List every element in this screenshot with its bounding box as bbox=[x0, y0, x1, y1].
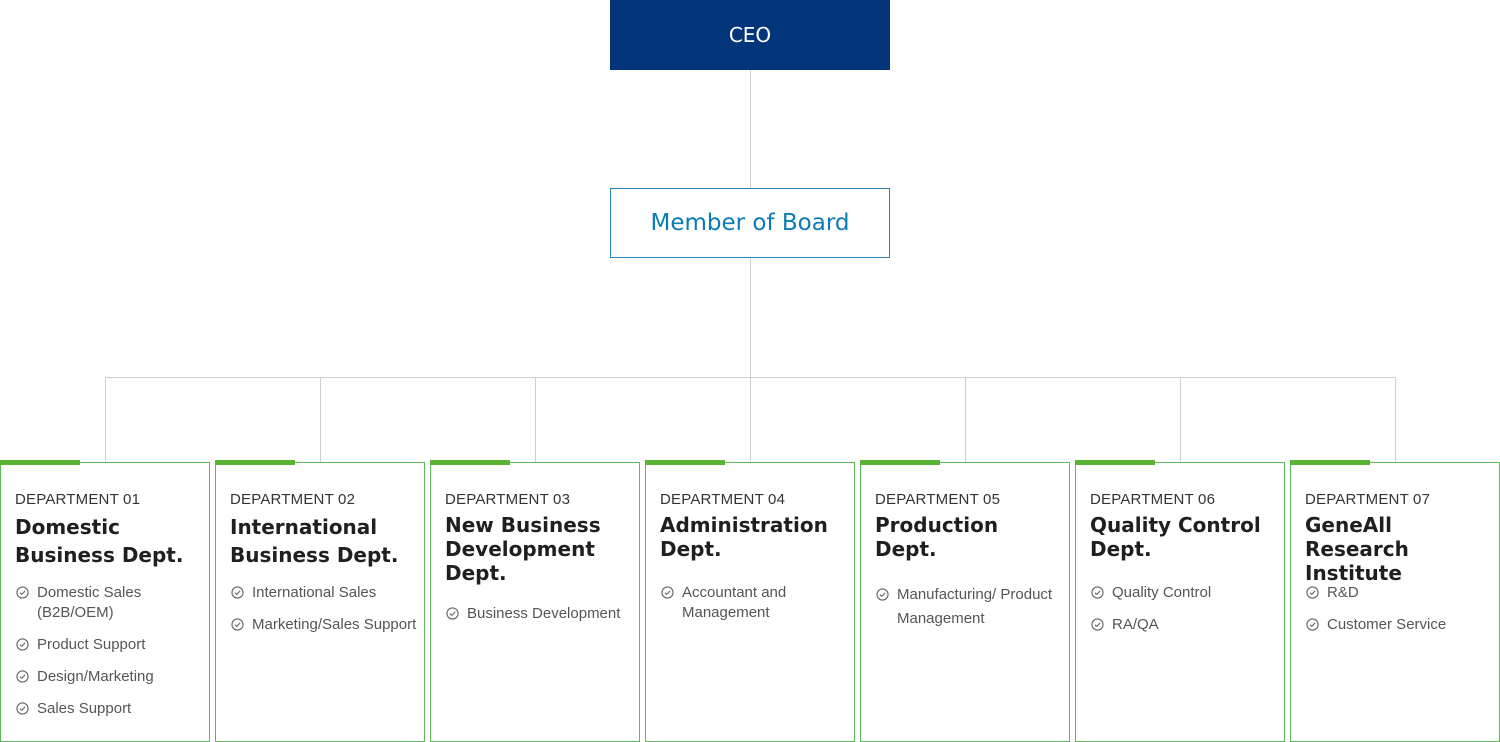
list-item-label: Quality Control bbox=[1112, 584, 1212, 601]
department-items: Manufacturing/ Product Management bbox=[875, 583, 1067, 643]
list-item: Marketing/Sales Support bbox=[230, 615, 422, 635]
department-name: Administration Dept. bbox=[660, 513, 828, 561]
list-item-label: Sales Support bbox=[37, 700, 132, 717]
check-circle-icon bbox=[16, 638, 29, 651]
list-item: Manufacturing/ Product Management bbox=[875, 583, 1067, 631]
list-item: Quality Control bbox=[1090, 583, 1282, 603]
list-item: International Sales bbox=[230, 583, 422, 603]
ceo-box: CEO bbox=[610, 0, 890, 70]
check-circle-icon bbox=[446, 607, 459, 620]
list-item-label: Design/Marketing bbox=[37, 668, 154, 685]
list-item: Domestic Sales (B2B/OEM) bbox=[15, 583, 207, 623]
list-item: RA/QA bbox=[1090, 615, 1282, 635]
check-circle-icon bbox=[16, 702, 29, 715]
department-name: Quality Control Dept. bbox=[1090, 513, 1261, 561]
department-card-06: DEPARTMENT 06 Quality Control Dept. Qual… bbox=[1075, 460, 1285, 742]
board-label: Member of Board bbox=[650, 210, 850, 236]
department-items: Quality Control RA/QA bbox=[1090, 583, 1282, 647]
department-number: DEPARTMENT 07 bbox=[1305, 491, 1431, 508]
list-item: Product Support bbox=[15, 635, 207, 655]
list-item: Business Development bbox=[445, 604, 637, 624]
check-circle-icon bbox=[1091, 618, 1104, 631]
accent-bar bbox=[215, 460, 295, 465]
list-item: Customer Service bbox=[1305, 615, 1497, 635]
check-circle-icon bbox=[876, 588, 889, 601]
department-name: Production Dept. bbox=[875, 513, 999, 561]
department-card-07: DEPARTMENT 07 GeneAll Research Institute… bbox=[1290, 460, 1500, 742]
accent-bar bbox=[860, 460, 940, 465]
check-circle-icon bbox=[16, 670, 29, 683]
department-card-05: DEPARTMENT 05 Production Dept. Manufactu… bbox=[860, 460, 1070, 742]
check-circle-icon bbox=[1306, 618, 1319, 631]
department-items: Domestic Sales (B2B/OEM) Product Support… bbox=[15, 583, 207, 731]
department-name: New Business Development Dept. bbox=[445, 513, 601, 585]
department-number: DEPARTMENT 06 bbox=[1090, 491, 1216, 508]
department-items: Business Development bbox=[445, 604, 637, 636]
department-card-04: DEPARTMENT 04 Administration Dept. Accou… bbox=[645, 460, 855, 742]
list-item-label: Accountant and Management bbox=[682, 584, 787, 621]
check-circle-icon bbox=[231, 618, 244, 631]
check-circle-icon bbox=[661, 586, 674, 599]
list-item-label: International Sales bbox=[252, 584, 377, 601]
list-item: Accountant and Management bbox=[660, 583, 852, 623]
department-items: International Sales Marketing/Sales Supp… bbox=[230, 583, 422, 647]
department-number: DEPARTMENT 01 bbox=[15, 491, 141, 508]
department-number: DEPARTMENT 04 bbox=[660, 491, 786, 508]
accent-bar bbox=[1290, 460, 1370, 465]
department-number: DEPARTMENT 05 bbox=[875, 491, 1001, 508]
department-number: DEPARTMENT 03 bbox=[445, 491, 571, 508]
list-item-label: Business Development bbox=[467, 605, 621, 622]
list-item-label: Product Support bbox=[37, 636, 146, 653]
check-circle-icon bbox=[1306, 586, 1319, 599]
check-circle-icon bbox=[1091, 586, 1104, 599]
list-item-label: RA/QA bbox=[1112, 616, 1159, 633]
department-card-02: DEPARTMENT 02 International Business Dep… bbox=[215, 460, 425, 742]
accent-bar bbox=[645, 460, 725, 465]
list-item-label: Manufacturing/ Product Management bbox=[897, 586, 1053, 627]
list-item-label: Domestic Sales (B2B/OEM) bbox=[37, 584, 142, 621]
accent-bar bbox=[430, 460, 510, 465]
department-name: GeneAll Research Institute bbox=[1305, 513, 1409, 585]
check-circle-icon bbox=[16, 586, 29, 599]
list-item-label: Customer Service bbox=[1327, 616, 1447, 633]
list-item: Design/Marketing bbox=[15, 667, 207, 687]
department-name: International Business Dept. bbox=[230, 515, 399, 567]
list-item-label: R&D bbox=[1327, 584, 1359, 601]
list-item: R&D bbox=[1305, 583, 1497, 603]
board-box: Member of Board bbox=[610, 188, 890, 258]
department-card-01: DEPARTMENT 01 Domestic Business Dept. Do… bbox=[0, 460, 210, 742]
accent-bar bbox=[1075, 460, 1155, 465]
department-items: R&D Customer Service bbox=[1305, 583, 1497, 647]
check-circle-icon bbox=[231, 586, 244, 599]
department-number: DEPARTMENT 02 bbox=[230, 491, 356, 508]
list-item: Sales Support bbox=[15, 699, 207, 719]
ceo-label: CEO bbox=[728, 23, 772, 47]
department-card-03: DEPARTMENT 03 New Business Development D… bbox=[430, 460, 640, 742]
department-items: Accountant and Management bbox=[660, 583, 852, 635]
accent-bar bbox=[0, 460, 80, 465]
list-item-label: Marketing/Sales Support bbox=[252, 616, 417, 633]
department-name: Domestic Business Dept. bbox=[15, 515, 184, 567]
